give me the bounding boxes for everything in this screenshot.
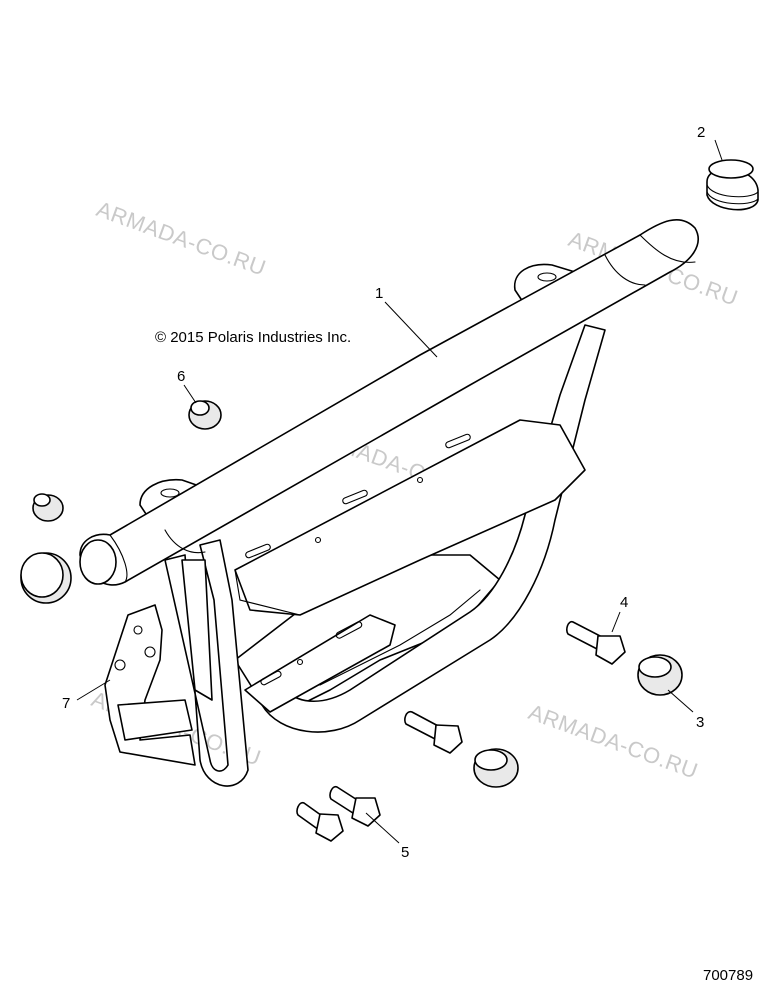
mounting-bracket <box>104 604 196 766</box>
grommet-part-6 <box>188 400 222 430</box>
bumper-assembly <box>79 219 699 787</box>
callout-7: 7 <box>62 695 70 712</box>
bolt-part-5-lower <box>296 801 344 842</box>
watermark: ARMADA-CO.RU <box>525 699 701 783</box>
copyright-notice: © 2015 Polaris Industries Inc. <box>155 329 351 346</box>
bolt-center <box>404 710 463 754</box>
callout-6: 6 <box>177 368 185 385</box>
callout-2: 2 <box>697 124 705 141</box>
drawing-number: 700789 <box>703 967 753 984</box>
bolt-part-4 <box>566 620 626 665</box>
callout-1: 1 <box>375 285 383 302</box>
tube-end-cap <box>706 159 759 211</box>
plug-part-3 <box>637 654 683 696</box>
watermark: ARMADA-CO.RU <box>93 196 269 280</box>
plug-center <box>473 748 519 788</box>
callout-5: 5 <box>401 844 409 861</box>
grommet-small-left <box>32 493 64 522</box>
tube-plug-large-left <box>20 552 72 604</box>
callout-4: 4 <box>620 594 628 611</box>
callout-3: 3 <box>696 714 704 731</box>
